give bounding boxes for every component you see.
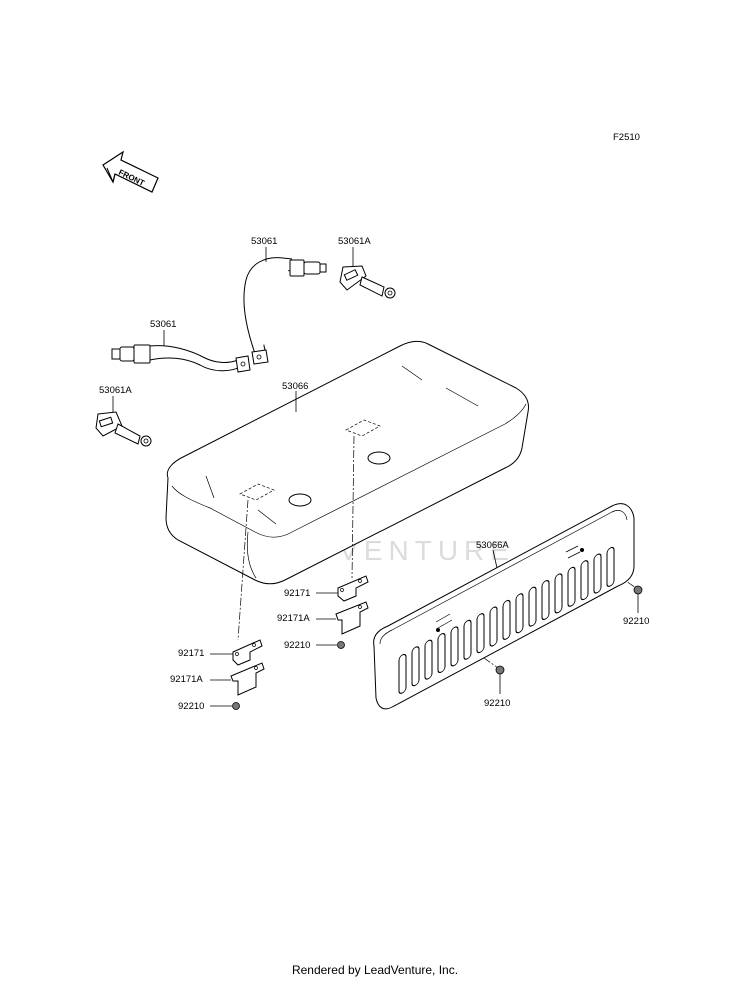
nut-92210-panel-mid [495, 665, 505, 675]
callout-53061a-upper: 53061A [338, 236, 371, 247]
seat-belt-upper [243, 257, 327, 365]
callout-92171-left: 92171 [178, 648, 204, 659]
callout-53061-lower: 53061 [150, 319, 176, 330]
callout-92171a-left: 92171A [170, 674, 203, 685]
buckle-lower [95, 411, 152, 447]
nut-92210-panel-right [633, 585, 643, 595]
seat-belt-lower [111, 344, 251, 373]
callout-92210-panel-right: 92210 [623, 616, 649, 627]
nut-92210-right [337, 641, 345, 649]
buckle-upper [339, 265, 396, 299]
footer-credit: Rendered by LeadVenture, Inc. [291, 963, 459, 977]
callout-92171a-right: 92171A [277, 613, 310, 624]
callout-53066: 53066 [282, 381, 308, 392]
back-panel [373, 503, 635, 710]
callout-92210-right: 92210 [284, 640, 310, 651]
front-arrow-icon: FRONT [102, 150, 159, 193]
figure-id: F2510 [613, 132, 640, 143]
bracket-92171a-left [230, 662, 265, 696]
callout-53066a: 53066A [476, 540, 509, 551]
callout-53061-upper: 53061 [251, 236, 277, 247]
bracket-92171-left [232, 639, 263, 666]
nut-92210-left [232, 702, 240, 710]
bracket-92171a-right [335, 601, 369, 635]
bracket-92171-right [337, 575, 369, 602]
seat-cushion [165, 341, 529, 585]
panel-slots [398, 546, 615, 694]
callout-92171-right: 92171 [284, 588, 310, 599]
callout-92210-panel-mid: 92210 [484, 698, 510, 709]
callout-53061a-lower: 53061A [99, 385, 132, 396]
callout-92210-left: 92210 [178, 701, 204, 712]
